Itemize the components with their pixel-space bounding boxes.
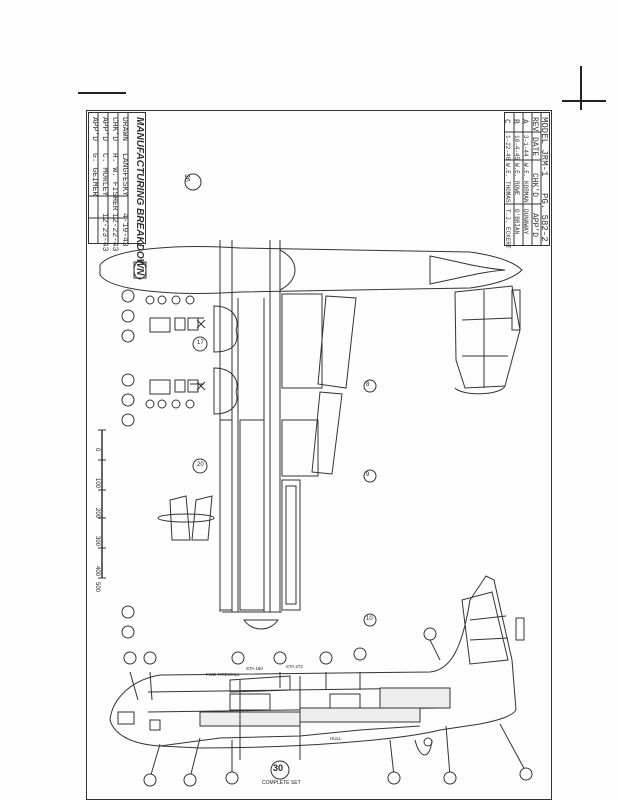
bubble-9: 9	[366, 472, 370, 478]
bubble-10: 10	[366, 616, 373, 622]
scale-label-0: 0	[94, 448, 100, 452]
callout-sta2: STA 272	[286, 664, 303, 669]
callout-hull: HULL	[330, 736, 342, 741]
nacelle-1	[213, 305, 238, 353]
title-block: MANUFACTURING BREAKDOWN DRAWN LANGFESKY …	[88, 112, 146, 275]
wing-panel-outer	[281, 293, 323, 389]
scale-label-200: 200	[94, 508, 100, 519]
callout-fwd: FWD FIREWALL	[206, 672, 240, 677]
trim-mark-right-vertical	[580, 66, 582, 110]
scale-label-100: 100	[94, 478, 100, 489]
trim-mark-top-right	[562, 100, 606, 102]
side-hull-outline	[109, 575, 517, 749]
scale-label-400: 400	[94, 566, 100, 577]
scale-label-300: 300	[94, 536, 100, 547]
bubble-17: 17	[197, 340, 204, 346]
revision-block: MODEL JRM-1 PG. 582-2 REV DATE CHK'D APP…	[502, 112, 550, 249]
nacelle-2	[213, 367, 238, 415]
sheet-ref-bubble: 36	[183, 174, 190, 182]
scale-label-500: 500	[94, 582, 100, 593]
bubble-8: 8	[366, 382, 370, 388]
plan-fuselage-outline	[99, 246, 523, 294]
sheet-number: 30	[273, 763, 284, 773]
trim-mark-top-left	[78, 92, 126, 94]
bubble-20: 20	[197, 462, 204, 468]
callout-sta1: STA 160	[246, 666, 263, 671]
page-caption: COMPLETE SET	[262, 780, 301, 786]
plan-horizontal-stabilizer	[454, 285, 521, 389]
